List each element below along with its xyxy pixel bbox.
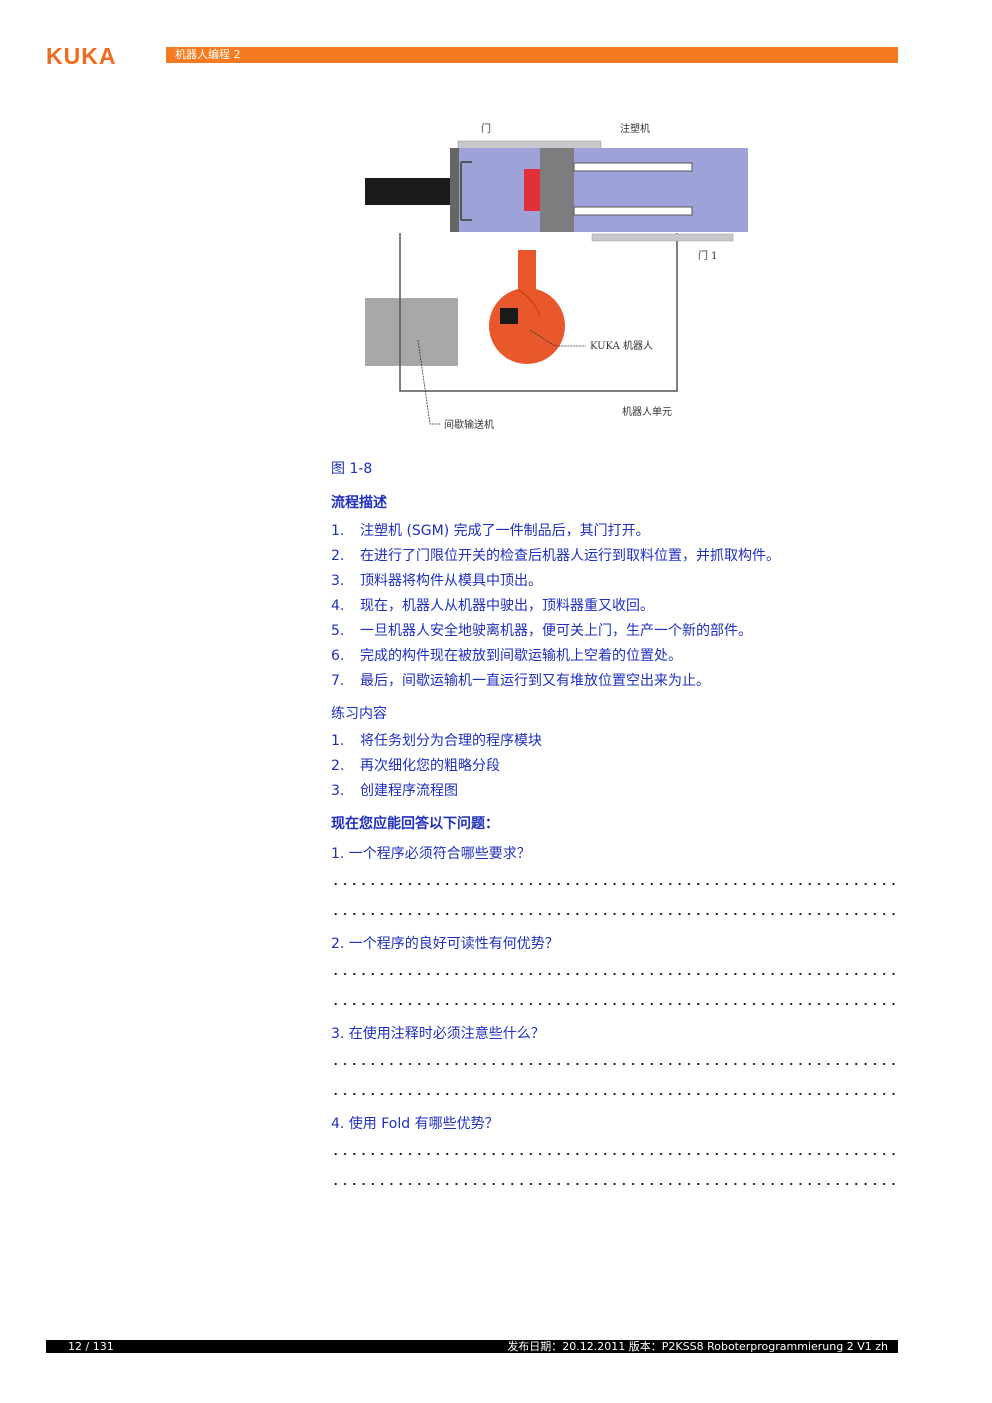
answer-line xyxy=(331,999,898,1009)
questions-heading: 现在您应能回答以下问题： xyxy=(331,816,499,832)
label-robot-cell: 机器人单元 xyxy=(622,405,672,418)
mold-part xyxy=(524,169,540,211)
robot-arm xyxy=(518,250,536,290)
list-item: 5.一旦机器人安全地驶离机器，便可关上门，生产一个新的部件。 xyxy=(331,623,752,639)
exercise-heading: 练习内容 xyxy=(331,706,387,722)
robot-gripper xyxy=(500,308,518,324)
answer-line xyxy=(331,969,898,979)
question-3: 3. 在使用注释时必须注意些什么？ xyxy=(331,1026,545,1042)
robot-base xyxy=(489,288,565,364)
mold-column xyxy=(540,148,574,232)
kuka-logo: KUKA xyxy=(46,43,117,69)
exercise-list: 1.将任务划分为合理的程序模块 2.再次细化您的粗略分段 3.创建程序流程图 xyxy=(331,729,542,804)
process-list: 1.注塑机 (SGM) 完成了一件制品后，其门打开。 2.在进行了门限位开关的检… xyxy=(331,519,780,694)
label-injection-machine: 注塑机 xyxy=(620,122,650,135)
list-item: 7.最后，间歇运输机一直运行到又有堆放位置空出来为止。 xyxy=(331,673,710,689)
machine-body xyxy=(450,148,748,232)
answer-line xyxy=(331,879,898,889)
list-item: 3.顶料器将构件从模具中顶出。 xyxy=(331,573,542,589)
figure-caption: 图 1-8 xyxy=(331,461,373,477)
door1-plate xyxy=(591,233,734,242)
label-door: 门 xyxy=(481,122,491,135)
answer-line xyxy=(331,909,898,919)
header-bar: 机器人编程 2 xyxy=(166,47,898,63)
list-item: 2.再次细化您的粗略分段 xyxy=(331,758,500,774)
label-conveyor: 间歇输送机 xyxy=(444,418,494,431)
process-heading: 流程描述 xyxy=(331,495,387,511)
publication-info: 发布日期：20.12.2011 版本：P2KSS8 Roboterprogram… xyxy=(507,1340,888,1353)
footer-bar: 12 / 131 发布日期：20.12.2011 版本：P2KSS8 Robot… xyxy=(46,1340,898,1353)
label-door1: 门 1 xyxy=(698,249,718,262)
list-item: 1.将任务划分为合理的程序模块 xyxy=(331,733,542,749)
list-item: 2.在进行了门限位开关的检查后机器人运行到取料位置，并抓取构件。 xyxy=(331,548,780,564)
left-column xyxy=(450,148,459,232)
header-title: 机器人编程 2 xyxy=(175,48,241,61)
cell-outline xyxy=(399,233,678,392)
list-item: 4.现在，机器人从机器中驶出，顶料器重又收回。 xyxy=(331,598,654,614)
answer-line xyxy=(331,1089,898,1099)
cylinder xyxy=(365,178,451,205)
list-item: 6.完成的构件现在被放到间歇运输机上空着的位置处。 xyxy=(331,648,682,664)
question-1: 1. 一个程序必须符合哪些要求？ xyxy=(331,846,531,862)
label-kuka-robot: KUKA 机器人 xyxy=(590,339,653,352)
answer-line xyxy=(331,1149,898,1159)
answer-line xyxy=(331,1059,898,1069)
conveyor-box xyxy=(365,298,458,366)
list-item: 3.创建程序流程图 xyxy=(331,783,458,799)
answer-line xyxy=(331,1179,898,1189)
list-item: 1.注塑机 (SGM) 完成了一件制品后，其门打开。 xyxy=(331,523,650,539)
question-2: 2. 一个程序的良好可读性有何优势？ xyxy=(331,936,559,952)
robot-cell-diagram: 门 注塑机 门 1 KUKA 机器人 机器人单元 间歇输送机 xyxy=(365,122,748,431)
question-4: 4. 使用 Fold 有哪些优势？ xyxy=(331,1116,499,1132)
page-number: 12 / 131 xyxy=(68,1340,114,1353)
